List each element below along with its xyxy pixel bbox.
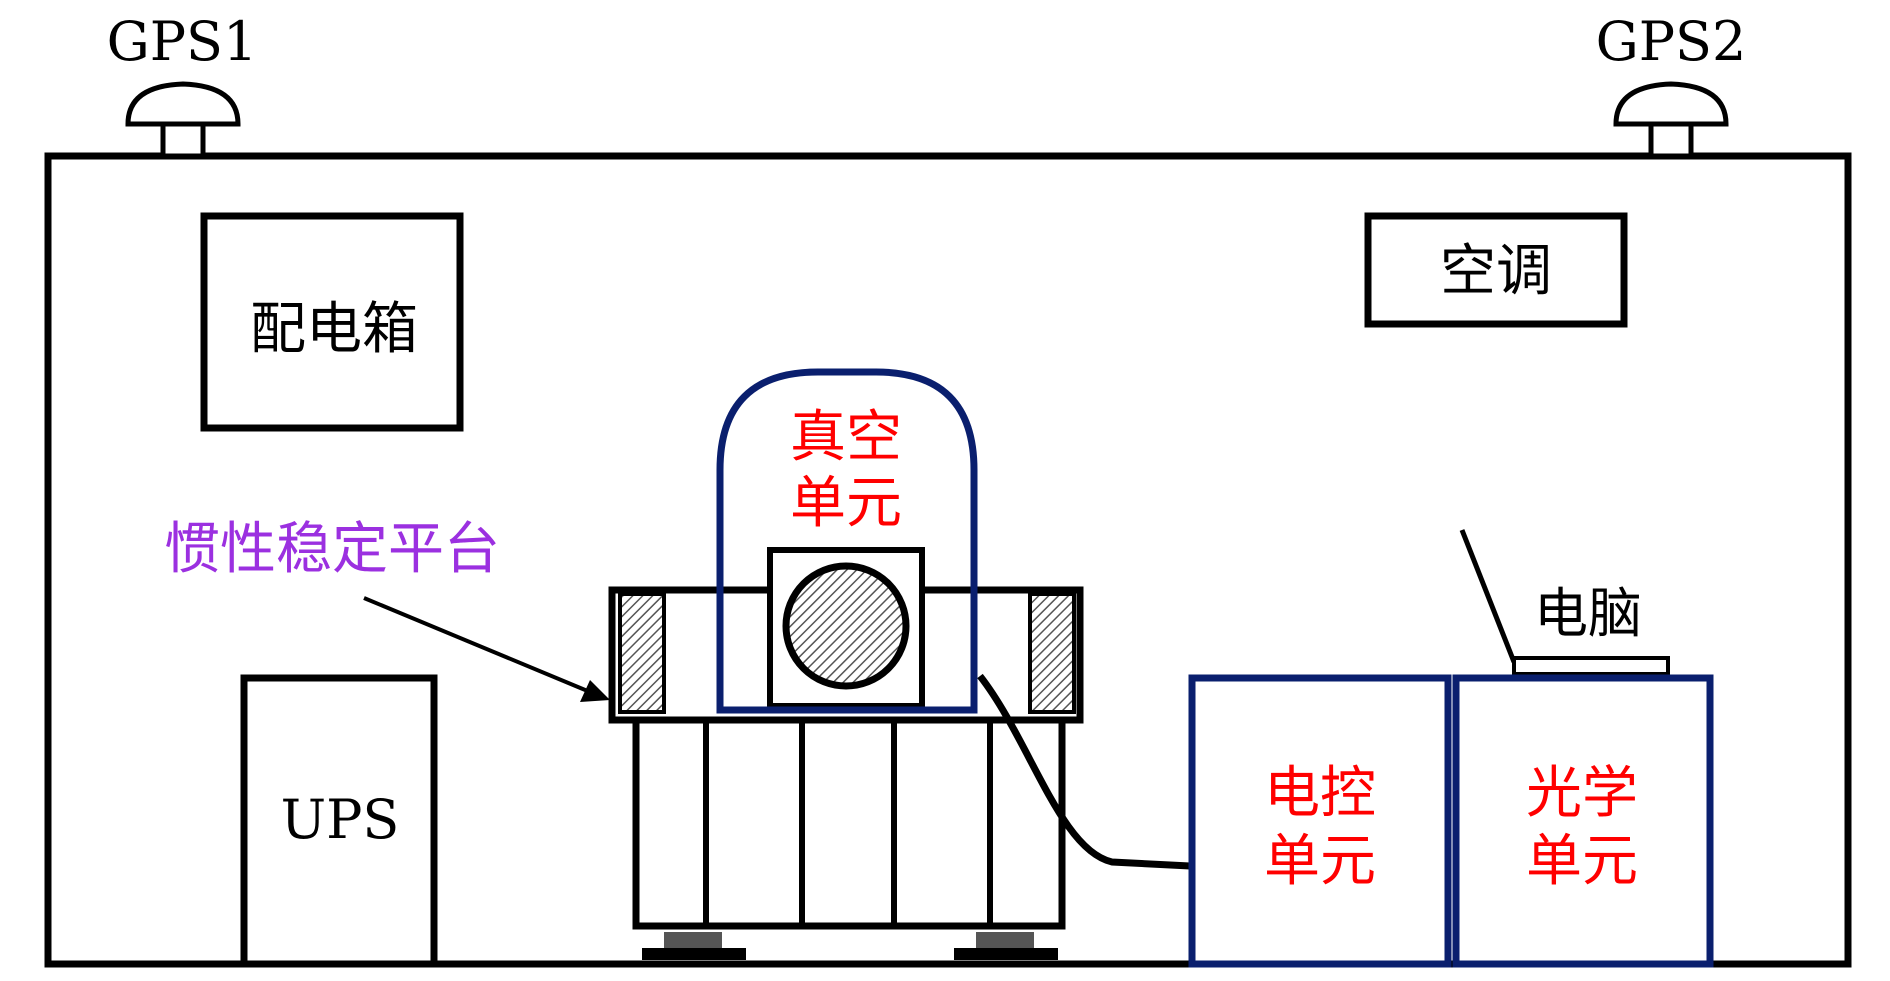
connection-cable xyxy=(977,673,1191,870)
laptop-icon xyxy=(1459,529,1670,676)
right-gimbal-block xyxy=(1028,592,1076,714)
air-conditioner-label: 空调 xyxy=(1440,239,1552,304)
optical-unit-label-line1: 光学 xyxy=(1526,761,1638,826)
gps1-antenna-icon xyxy=(125,81,241,159)
optical-unit-label-line2: 单元 xyxy=(1526,829,1638,894)
electric-control-label-line1: 电控 xyxy=(1264,761,1376,826)
platform-pointer-arrow-icon xyxy=(363,596,610,702)
sensor-sphere xyxy=(782,562,910,690)
inertial-platform-label: 惯性稳定平台 xyxy=(164,517,500,582)
distribution-box-label: 配电箱 xyxy=(250,297,418,362)
gps2-antenna-icon xyxy=(1613,81,1729,159)
distribution-box xyxy=(200,212,464,432)
vacuum-unit-label-line2: 单元 xyxy=(790,471,902,536)
platform-stand xyxy=(632,716,1066,930)
electric-control-unit xyxy=(1188,674,1452,968)
air-conditioner xyxy=(1364,212,1628,328)
ups-label: UPS xyxy=(281,788,400,851)
electric-control-label-line2: 单元 xyxy=(1264,829,1376,894)
left-gimbal-block xyxy=(618,592,666,714)
gps2-label: GPS2 xyxy=(1596,10,1747,73)
computer-label: 电脑 xyxy=(1534,582,1642,645)
vacuum-unit-dome xyxy=(716,368,978,714)
ups-box xyxy=(240,674,438,968)
gps1-label: GPS1 xyxy=(107,10,258,73)
platform-feet xyxy=(642,932,1058,960)
optical-unit xyxy=(1452,674,1714,968)
vacuum-unit-label-line1: 真空 xyxy=(790,405,902,470)
